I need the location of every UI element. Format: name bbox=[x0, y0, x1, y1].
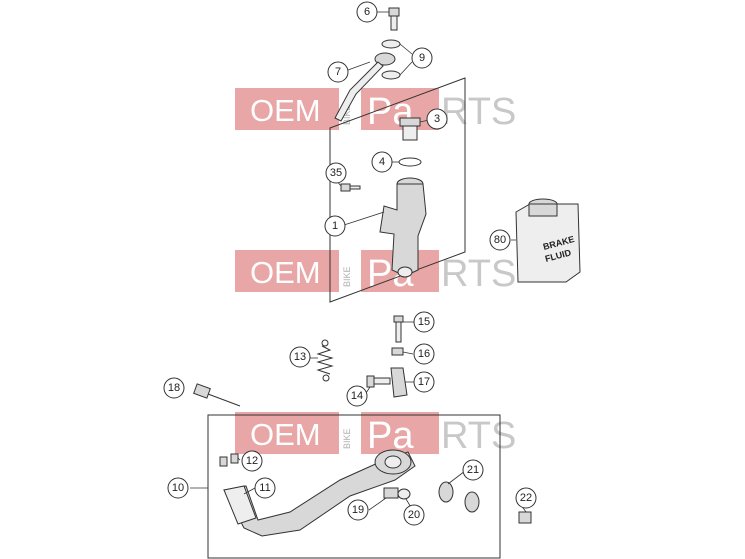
callout-6: 6 bbox=[356, 1, 378, 23]
bearing-part bbox=[438, 481, 480, 513]
callout-label: 4 bbox=[379, 156, 385, 168]
callout-label: 6 bbox=[364, 6, 370, 18]
small-screw-part bbox=[219, 453, 239, 467]
watermark-rts-text: RTS bbox=[441, 415, 516, 457]
callout-label: 20 bbox=[408, 509, 420, 521]
bushing-part bbox=[383, 487, 399, 499]
callout-35: 35 bbox=[325, 162, 347, 184]
pivot-bolt-part bbox=[193, 383, 241, 407]
callout-13: 13 bbox=[289, 346, 311, 368]
step-plate-part bbox=[223, 485, 257, 525]
watermark-rts-text: RTS bbox=[441, 253, 516, 295]
return-spring-part bbox=[316, 339, 334, 382]
callout-1: 1 bbox=[324, 215, 346, 237]
callout-label: 13 bbox=[294, 351, 306, 363]
callout-20: 20 bbox=[403, 504, 425, 526]
callout-14: 14 bbox=[346, 385, 368, 407]
callout-label: 21 bbox=[467, 464, 479, 476]
callout-label: 3 bbox=[434, 113, 440, 125]
pivot-pin-part bbox=[366, 375, 391, 388]
o-ring-part bbox=[398, 157, 422, 167]
callout-19: 19 bbox=[347, 499, 369, 521]
watermark-oem-text: OEM bbox=[250, 417, 321, 452]
push-rod-part bbox=[393, 315, 404, 343]
watermark-bike-text: BIKE bbox=[342, 104, 352, 125]
callout-label: 14 bbox=[351, 390, 363, 402]
brake-pedal-assembly-frame bbox=[207, 414, 501, 559]
callout-80: 80 bbox=[489, 229, 511, 251]
callout-7: 7 bbox=[327, 61, 349, 83]
watermark-middle: OEM Pa RTS BIKE bbox=[235, 250, 516, 295]
callout-22: 22 bbox=[515, 487, 537, 509]
watermark-bottom: OEM Pa RTS BIKE bbox=[235, 412, 516, 457]
callout-18: 18 bbox=[163, 377, 185, 399]
clevis-part bbox=[390, 367, 408, 398]
callout-label: 35 bbox=[330, 167, 342, 179]
callout-label: 9 bbox=[419, 52, 425, 64]
callout-label: 16 bbox=[418, 348, 430, 360]
master-cylinder-part bbox=[379, 177, 427, 278]
callout-4: 4 bbox=[371, 151, 393, 173]
callout-9: 9 bbox=[411, 47, 433, 69]
callout-16: 16 bbox=[413, 343, 435, 365]
callout-label: 11 bbox=[259, 482, 270, 494]
pedal-nut-part bbox=[518, 511, 532, 524]
reservoir-connector-part bbox=[399, 117, 421, 141]
watermark-rts-text: RTS bbox=[441, 91, 516, 133]
callout-label: 19 bbox=[352, 504, 364, 516]
watermark-bike-text: BIKE bbox=[342, 266, 352, 287]
callout-label: 18 bbox=[168, 382, 180, 394]
callout-label: 7 bbox=[335, 66, 341, 78]
brake-pedal-part bbox=[223, 449, 416, 537]
callout-12: 12 bbox=[241, 450, 263, 472]
callout-label: 10 bbox=[172, 482, 184, 494]
callout-label: 80 bbox=[494, 234, 506, 246]
callout-label: 17 bbox=[418, 376, 430, 388]
callout-15: 15 bbox=[413, 311, 435, 333]
mounting-screw-part bbox=[340, 183, 361, 192]
watermark-oem-text: OEM bbox=[250, 93, 321, 128]
watermark-bike-text: BIKE bbox=[342, 428, 352, 449]
banjo-bolt-part bbox=[388, 7, 400, 31]
callout-17: 17 bbox=[413, 371, 435, 393]
callout-10: 10 bbox=[167, 477, 189, 499]
watermark-top: OEM Pa RTS BIKE bbox=[235, 88, 516, 133]
watermark-oem-text: OEM bbox=[250, 255, 321, 290]
callout-label: 22 bbox=[520, 492, 532, 504]
callout-label: 15 bbox=[418, 316, 430, 328]
brake-fluid-container-part: BRAKE FLUID bbox=[515, 198, 581, 283]
spacer-washer-part bbox=[397, 488, 411, 500]
hex-nut-part bbox=[391, 347, 404, 356]
callout-3: 3 bbox=[426, 108, 448, 130]
callout-11: 11 bbox=[254, 477, 276, 499]
brake-hose-part bbox=[334, 52, 396, 122]
callout-label: 1 bbox=[332, 220, 338, 232]
callout-21: 21 bbox=[462, 459, 484, 481]
callout-label: 12 bbox=[246, 455, 258, 467]
master-cylinder-assembly-frame bbox=[329, 77, 466, 303]
